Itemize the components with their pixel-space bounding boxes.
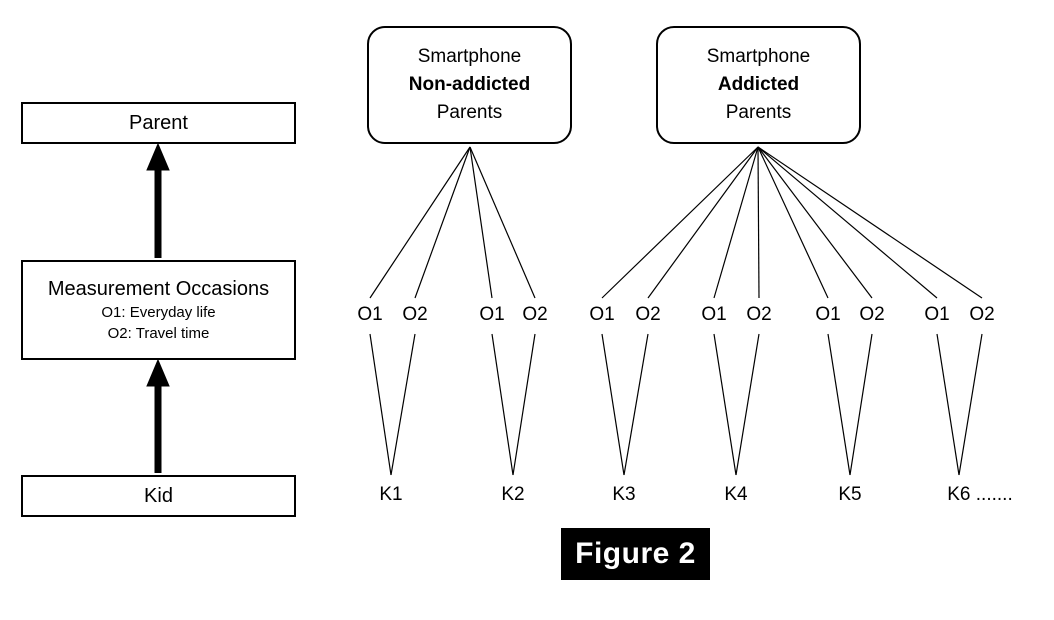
arrow-occasions-to-parent: [146, 142, 170, 258]
group-addicted-line2: Addicted: [717, 74, 800, 95]
kid-level-title: Kid: [144, 485, 173, 507]
group-box-non-addicted: Smartphone Non-addicted Parents: [367, 26, 572, 144]
measurement-occasions-level-title: Measurement Occasions: [47, 278, 270, 300]
occasion-label-k1-o1: O1: [357, 304, 383, 325]
kid-label-k1: K1: [379, 484, 403, 505]
occasion-definition-o2: O2: Travel time: [107, 325, 210, 342]
occasion-label-k1-o2: O2: [402, 304, 428, 325]
group-non-addicted-line2: Non-addicted: [408, 74, 531, 95]
occasion-label-k6-o1: O1: [924, 304, 950, 325]
kid-label-k6: K6 .......: [947, 484, 1013, 505]
parent-level-title: Parent: [129, 112, 188, 134]
group-non-addicted-line3: Parents: [436, 102, 503, 123]
occasion-label-k5-o1: O1: [815, 304, 841, 325]
group-addicted-line3: Parents: [725, 102, 792, 123]
occasion-label-k3-o1: O1: [589, 304, 615, 325]
occasion-definition-o1: O1: Everyday life: [101, 304, 216, 321]
occasion-label-k2-o2: O2: [522, 304, 548, 325]
kid-level-box: Kid: [21, 475, 296, 517]
measurement-occasions-level-box: Measurement Occasions O1: Everyday life …: [21, 260, 296, 360]
kid-label-k5: K5: [838, 484, 862, 505]
fan-lines-non-addicted: [369, 146, 536, 299]
group-box-addicted: Smartphone Addicted Parents: [656, 26, 861, 144]
occasion-label-k6-o2: O2: [969, 304, 995, 325]
group-non-addicted-line1: Smartphone: [417, 46, 522, 67]
kid-label-k2: K2: [501, 484, 525, 505]
figure-caption-badge: Figure 2: [561, 528, 710, 580]
occasion-label-k5-o2: O2: [859, 304, 885, 325]
fan-lines-addicted: [601, 146, 983, 299]
arrow-kid-to-occasions: [146, 358, 170, 473]
occasion-label-k2-o1: O1: [479, 304, 505, 325]
occasion-label-k3-o2: O2: [635, 304, 661, 325]
kid-label-k3: K3: [612, 484, 636, 505]
occasion-label-k4-o2: O2: [746, 304, 772, 325]
v-connectors-occasions-to-kids: [369, 333, 983, 476]
group-addicted-line1: Smartphone: [706, 46, 811, 67]
kid-label-k4: K4: [724, 484, 748, 505]
figure-caption-text: Figure 2: [575, 537, 696, 570]
occasion-label-k4-o1: O1: [701, 304, 727, 325]
parent-level-box: Parent: [21, 102, 296, 144]
